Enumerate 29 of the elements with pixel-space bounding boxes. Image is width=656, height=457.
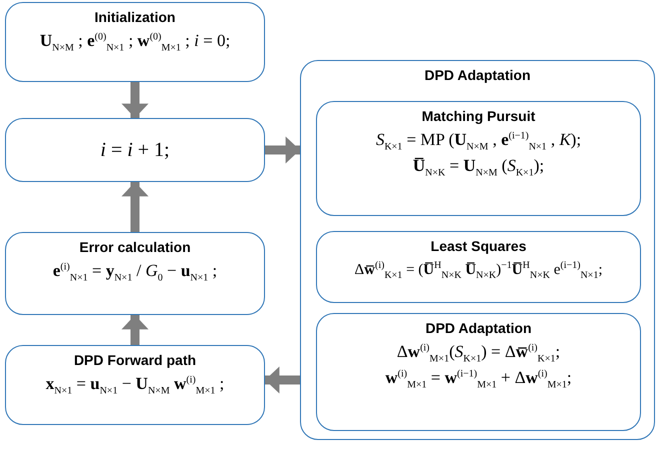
box-title: Error calculation [79, 239, 191, 255]
box-title: DPD Forward path [74, 352, 196, 368]
arrow [265, 136, 300, 164]
arrow [122, 182, 148, 232]
process-box [316, 313, 641, 431]
box-title: DPD Adaptation [425, 320, 532, 336]
arrow [122, 315, 148, 345]
formula: U$_{N×M}$ ; e$^{(0)}$$_{N×1}$ ; w$^{(0)}$$_{M×1}$ ; i = 0; [40, 31, 230, 54]
process-box [5, 2, 265, 82]
formula: i = i + 1; [100, 138, 170, 162]
box-title: DPD Adaptation [424, 67, 531, 83]
formula: Δw̅$^{(i)}$$_{K×1}$ = (U̅$^{H}$$_{N×K}$ U̅$_{N×K}$)$^{−1}$U̅$^{H}$$_{N×K}$ e$^{(i−1)}$$_{N×1}$; [354, 260, 602, 281]
formula: e$^{(i)}$$_{N×1}$ = y$_{N×1}$ / G$_{0}$ − u$_{N×1}$ ; [52, 261, 218, 284]
formula: U̅$_{N×K}$ = U$_{N×M}$ (S$_{K×1}$); [412, 156, 544, 179]
process-box [316, 231, 641, 303]
process-box [5, 232, 265, 315]
box-title: Least Squares [430, 238, 526, 254]
process-box [300, 60, 655, 440]
formula: x$_{N×1}$ = u$_{N×1}$ − U$_{N×M}$ w$^{(i)}$$_{M×1}$ ; [46, 374, 224, 396]
box-title: Matching Pursuit [422, 108, 536, 124]
arrow [122, 82, 148, 118]
formula: S$_{K×1}$ = MP (U$_{N×M}$ , e$^{(i−1)}$$_{N×1}$ , K); [376, 130, 582, 152]
box-title: Initialization [94, 9, 176, 25]
arrow [265, 366, 300, 394]
formula: Δw$^{(i)}$$_{M×1}$(S$_{K×1}$) = Δw̅$^{(i)}$$_{K×1}$; [396, 342, 560, 364]
process-box [316, 101, 641, 216]
process-box [5, 345, 265, 425]
formula: w$^{(i)}$$_{M×1}$ = w$^{(i−1)}$$_{M×1}$ + Δw$^{(i)}$$_{M×1}$; [385, 368, 572, 391]
process-box [5, 118, 265, 182]
